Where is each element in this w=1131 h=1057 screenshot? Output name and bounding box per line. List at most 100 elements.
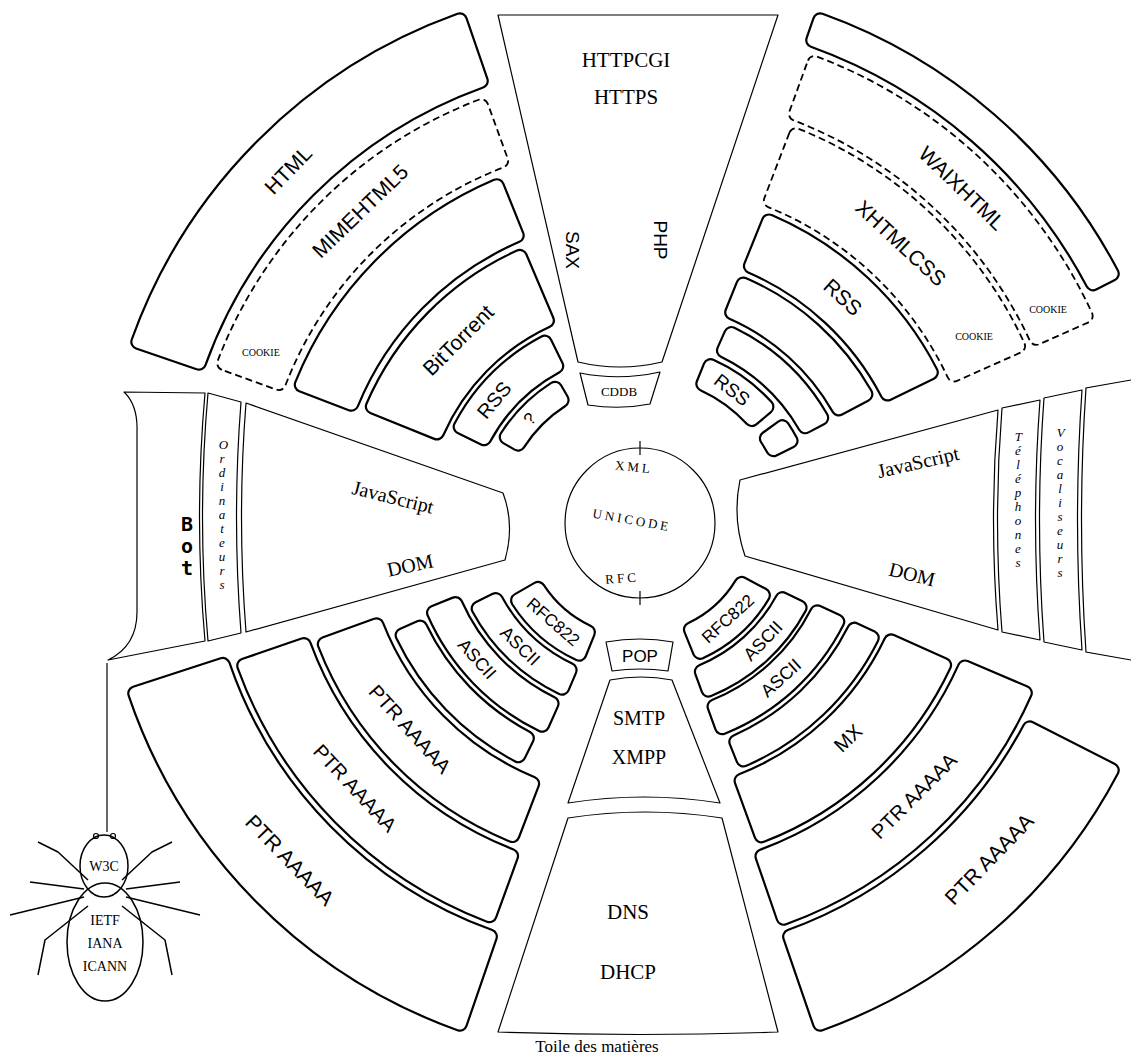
node-label: RSS xyxy=(711,371,753,410)
web-band: PTR AAAAA xyxy=(752,657,1035,928)
outline-shape xyxy=(237,638,518,922)
outline-shape xyxy=(454,336,563,445)
node-label: XML xyxy=(614,459,653,476)
node-label: DNS xyxy=(607,902,649,923)
web-band: RSS xyxy=(450,332,566,448)
spider-abdomen: IETFIANAICANN xyxy=(64,880,146,1004)
outline-shape xyxy=(696,359,773,426)
outline-shape xyxy=(783,721,1119,1030)
bracket-band: Bot xyxy=(105,389,208,663)
outline-shape xyxy=(708,605,845,734)
outline-shape xyxy=(500,382,569,451)
vertical-label: Ordinateurs xyxy=(219,438,226,592)
outline-shape xyxy=(606,639,673,671)
node-outline xyxy=(234,635,521,926)
node-label: WAIXHTML xyxy=(915,142,1009,234)
web-band: MIMEHTML5COOKIE xyxy=(214,96,511,393)
node-label: ? xyxy=(520,410,539,429)
node-outline xyxy=(105,389,208,663)
outline-shape xyxy=(242,403,510,632)
node-label: COOKIE xyxy=(955,332,993,342)
node-label: RFC822 xyxy=(523,595,582,649)
node-label: ASCII xyxy=(454,635,499,682)
outline-shape xyxy=(217,99,508,390)
web-sector: SMTPXMPP xyxy=(565,674,723,806)
web-band: HTML xyxy=(128,10,491,373)
outline-shape xyxy=(744,215,938,401)
node-outline xyxy=(752,657,1035,928)
outline-shape xyxy=(755,661,1031,925)
outline-shape xyxy=(203,393,242,641)
web-band: RSS xyxy=(693,356,777,429)
node-label: ICANN xyxy=(83,960,127,974)
outline-shape xyxy=(128,658,497,1031)
hub-circle: XMLUNICODERFC xyxy=(562,445,718,601)
node-label: PHP xyxy=(651,220,670,259)
outline-shape xyxy=(498,812,778,1035)
node-outline xyxy=(314,615,542,845)
spider-legs xyxy=(10,842,200,975)
outline-shape xyxy=(789,56,1093,345)
node-label: SMTP xyxy=(613,708,665,728)
node-label: PTR AAAAA xyxy=(242,811,338,910)
spider-leg xyxy=(30,882,84,889)
spider-thread xyxy=(106,663,107,832)
outline-shape xyxy=(565,448,715,598)
node-label: W3C xyxy=(89,860,119,874)
small-box: CDDB xyxy=(577,369,663,411)
node-outline xyxy=(125,654,500,1033)
vertical-label: Bot xyxy=(181,513,191,579)
outline-shape xyxy=(318,618,539,842)
web-sector: DNS DHCP xyxy=(495,809,781,1038)
outline-shape xyxy=(735,634,951,842)
node-label: SAX xyxy=(563,231,582,269)
web-band: PTR AAAAA xyxy=(234,635,521,926)
outline-shape xyxy=(1040,390,1083,650)
node-label: DHCP xyxy=(600,962,656,983)
node-label: MIMEHTML5 xyxy=(309,161,413,262)
vertical-label: Vocaliseurs xyxy=(1057,426,1064,580)
node-outline xyxy=(495,809,781,1038)
spider-leg xyxy=(126,897,200,915)
spider-leg xyxy=(126,882,180,889)
web-band: PTR AAAAA xyxy=(125,654,500,1033)
spider-leg xyxy=(122,906,172,975)
node-label: IANA xyxy=(88,937,123,951)
outline-shape xyxy=(427,597,558,731)
outline-shape xyxy=(131,13,487,369)
node-label: DOM xyxy=(385,550,435,579)
spider-leg xyxy=(10,897,84,915)
web-band: XHTMLCSSCOOKIE xyxy=(760,125,1028,385)
node-label: POP xyxy=(622,648,658,665)
node-outline xyxy=(565,674,723,806)
diagram-caption: Toile des matières xyxy=(535,1038,658,1055)
node-label: CDDB xyxy=(601,385,637,398)
outline-shape xyxy=(580,372,660,407)
node-label: JavaScript xyxy=(350,477,436,517)
node-label: UNICODE xyxy=(592,507,673,534)
outer-band xyxy=(1082,380,1131,660)
node-label: HTTPCGI xyxy=(582,50,671,71)
small-box: POP xyxy=(603,636,676,674)
vertical-label: Téléphones xyxy=(1015,430,1022,570)
node-label: ASCII xyxy=(757,656,804,701)
web-sector: HTTPCGI HTTPS SAX PHP xyxy=(495,12,781,370)
web-band: PTR AAAAA xyxy=(314,615,542,845)
node-label: DOM xyxy=(887,559,937,590)
node-label: ASCII xyxy=(740,618,786,664)
node-outline xyxy=(760,125,1028,385)
device-band: Vocaliseurs xyxy=(1036,387,1085,653)
node-label: PTR AAAAA xyxy=(941,810,1037,909)
node-label: HTTPS xyxy=(594,87,658,108)
node-label: PTR AAAAA xyxy=(310,741,400,836)
outline-shape xyxy=(568,677,720,803)
node-label: BitTorrent xyxy=(418,300,496,378)
device-band: Ordinateurs xyxy=(199,390,244,644)
outline-shape xyxy=(998,400,1041,640)
web-band: WAIXHTML COOKIE xyxy=(786,53,1096,348)
device-band: Téléphones xyxy=(994,397,1043,643)
node-label: MX xyxy=(831,720,866,755)
node-label: HTML xyxy=(260,142,315,198)
web-band: MX xyxy=(731,631,954,845)
node-outline xyxy=(238,400,513,635)
